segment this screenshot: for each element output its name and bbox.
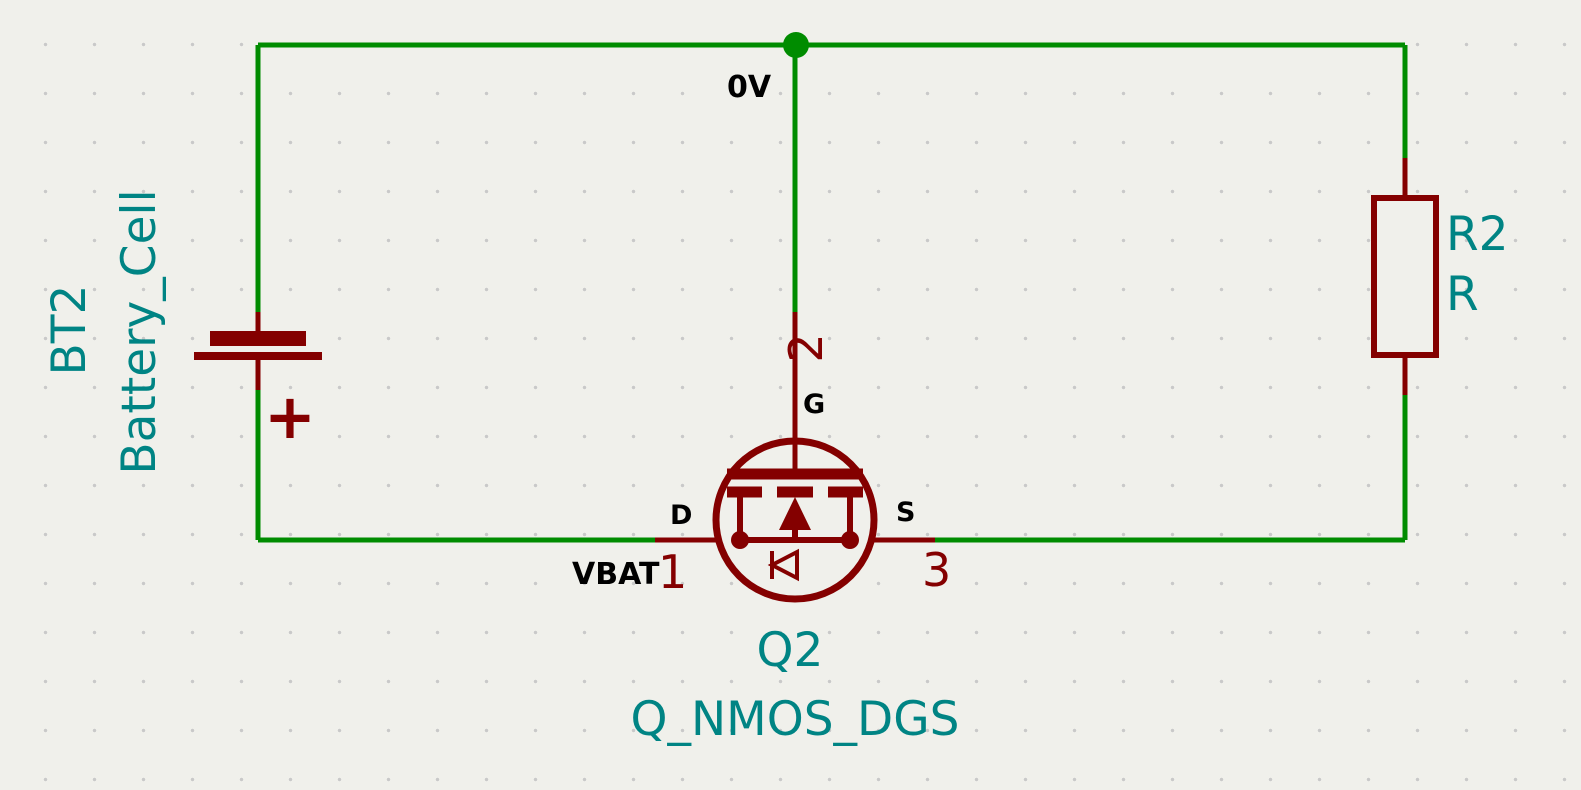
resistor-value[interactable]: R [1446,267,1479,322]
nmos-gate-pin-name: G [803,389,825,420]
wires [255,42,1408,543]
transistor-reference[interactable]: Q2 [757,623,824,678]
battery-symbol[interactable]: + [194,312,322,453]
battery-plus-sign: + [264,380,316,453]
nmos-gate-pin-number: 2 [779,333,833,362]
nmos-source-pin-name: S [896,497,915,528]
nmos-symbol[interactable] [655,312,935,603]
nmos-drain-dot [731,531,749,549]
transistor-value[interactable]: Q_NMOS_DGS [631,692,960,747]
battery-plate-thin [194,352,322,360]
junction-dot[interactable] [783,32,809,58]
net-label-vbat[interactable]: VBAT [572,557,660,592]
nmos-source-dot [841,531,859,549]
nmos-source-pin-number: 3 [922,543,951,597]
nmos-diode-triangle [767,548,799,582]
battery-value[interactable]: Battery_Cell [112,189,167,474]
net-label-0v[interactable]: 0V [727,70,772,105]
nmos-drain-pin-number: 1 [658,545,687,599]
battery-plate-thick [210,331,306,346]
resistor-reference[interactable]: R2 [1446,207,1509,262]
nmos-drain-pin-name: D [670,500,692,531]
resistor-body[interactable] [1371,195,1439,358]
resistor-symbol[interactable] [1371,158,1439,395]
nmos-body-arrow [779,497,811,530]
battery-reference[interactable]: BT2 [42,285,97,376]
